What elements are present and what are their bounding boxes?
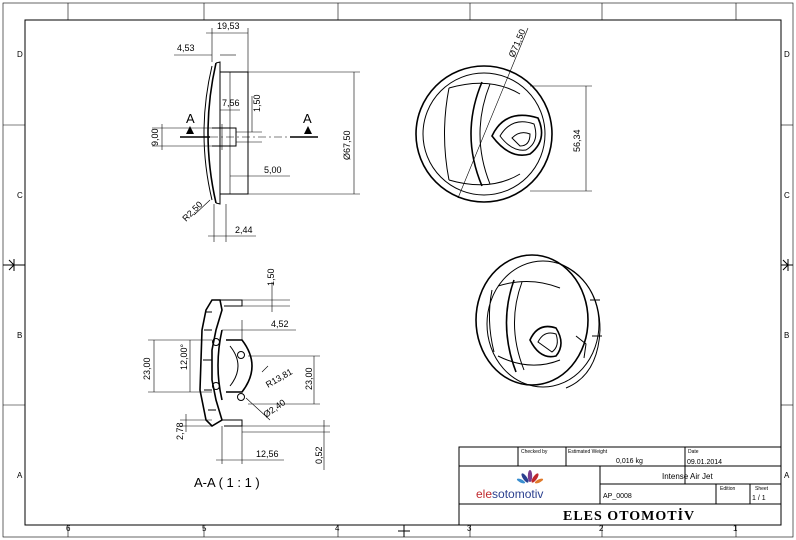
dim-5-00: 5,00 <box>264 165 282 175</box>
zone-label-4: 4 <box>335 524 340 533</box>
logo-petal-left <box>521 473 529 483</box>
dim-0-52: 0,52 <box>314 446 324 464</box>
edition-label: Edition <box>720 486 736 492</box>
dim-23-00-right: 23,00 <box>304 367 314 390</box>
weight-value: 0,016 kg <box>616 458 643 465</box>
dim-4-53: 4,53 <box>177 43 195 53</box>
checked-by-label: Checked by <box>521 449 548 455</box>
zone-label-a-left: A <box>17 471 23 480</box>
dim-dia-67-50: Ø67,50 <box>342 130 352 160</box>
dim-r2-50: R2,50 <box>180 199 204 223</box>
dim-1-50-side: 1,50 <box>252 94 262 112</box>
part-number: AP_0008 <box>603 493 632 500</box>
dim-2-78: 2,78 <box>175 422 185 440</box>
dim-23-00-left: 23,00 <box>142 357 152 380</box>
section-label-a-right: A <box>303 111 312 126</box>
dim-angle-12: 12,00° <box>179 343 189 370</box>
title-block-grid <box>458 446 782 526</box>
zone-label-d-left: D <box>17 50 23 59</box>
section-label-a-left: A <box>186 111 195 126</box>
side-view <box>152 28 360 242</box>
dim-2-44: 2,44 <box>235 225 253 235</box>
company-logo <box>516 470 544 484</box>
logo-text-suffix: sotomotiv <box>492 487 543 501</box>
dim-4-52: 4,52 <box>271 319 289 329</box>
date-value: 09.01.2014 <box>687 459 722 466</box>
dim-19-53: 19,53 <box>217 21 240 31</box>
zone-label-b-right: B <box>784 331 789 340</box>
zone-label-c-left: C <box>17 191 23 200</box>
zone-label-6: 6 <box>66 524 71 533</box>
dim-1-50-section: 1,50 <box>266 268 276 286</box>
inner-frame <box>24 19 782 526</box>
logo-wordmark: elesotomotiv <box>476 487 543 501</box>
date-label: Date <box>688 449 699 455</box>
front-view <box>415 27 592 203</box>
logo-petal-far-right <box>534 478 544 484</box>
zone-label-1: 1 <box>733 524 738 533</box>
section-caption: A-A ( 1 : 1 ) <box>194 475 260 490</box>
zone-ticks <box>3 3 793 537</box>
dim-dia-71-50: Ø71,50 <box>507 28 528 59</box>
logo-petal-far-left <box>516 478 526 484</box>
sheet-label: Sheet <box>755 486 769 492</box>
dim-12-56: 12,56 <box>256 449 279 459</box>
dim-r13-81: R13,81 <box>264 367 294 390</box>
dim-9-00: 9,00 <box>150 128 160 146</box>
zone-label-a-right: A <box>784 471 790 480</box>
logo-petal-center <box>527 470 533 482</box>
zone-label-c-right: C <box>784 191 790 200</box>
dim-dia-2-40: Ø2,40 <box>261 397 287 419</box>
brand-name: ELES OTOMOTİV <box>563 507 695 524</box>
logo-text-prefix: ele <box>476 487 492 501</box>
section-view <box>148 282 330 470</box>
sheet-value: 1 / 1 <box>752 495 766 502</box>
drawing-title: Intense Air Jet <box>662 472 713 481</box>
zone-label-b-left: B <box>17 331 22 340</box>
logo-petal-right <box>531 473 539 483</box>
zone-label-d-right: D <box>784 50 790 59</box>
center-markers <box>3 259 793 537</box>
weight-label: Estimated Weight <box>568 449 608 455</box>
zone-label-2: 2 <box>599 524 604 533</box>
dim-56-34: 56,34 <box>572 129 582 152</box>
zone-label-3: 3 <box>467 524 472 533</box>
zone-label-5: 5 <box>202 524 207 533</box>
dim-7-56: 7,56 <box>222 98 240 108</box>
isometric-view <box>475 254 602 389</box>
